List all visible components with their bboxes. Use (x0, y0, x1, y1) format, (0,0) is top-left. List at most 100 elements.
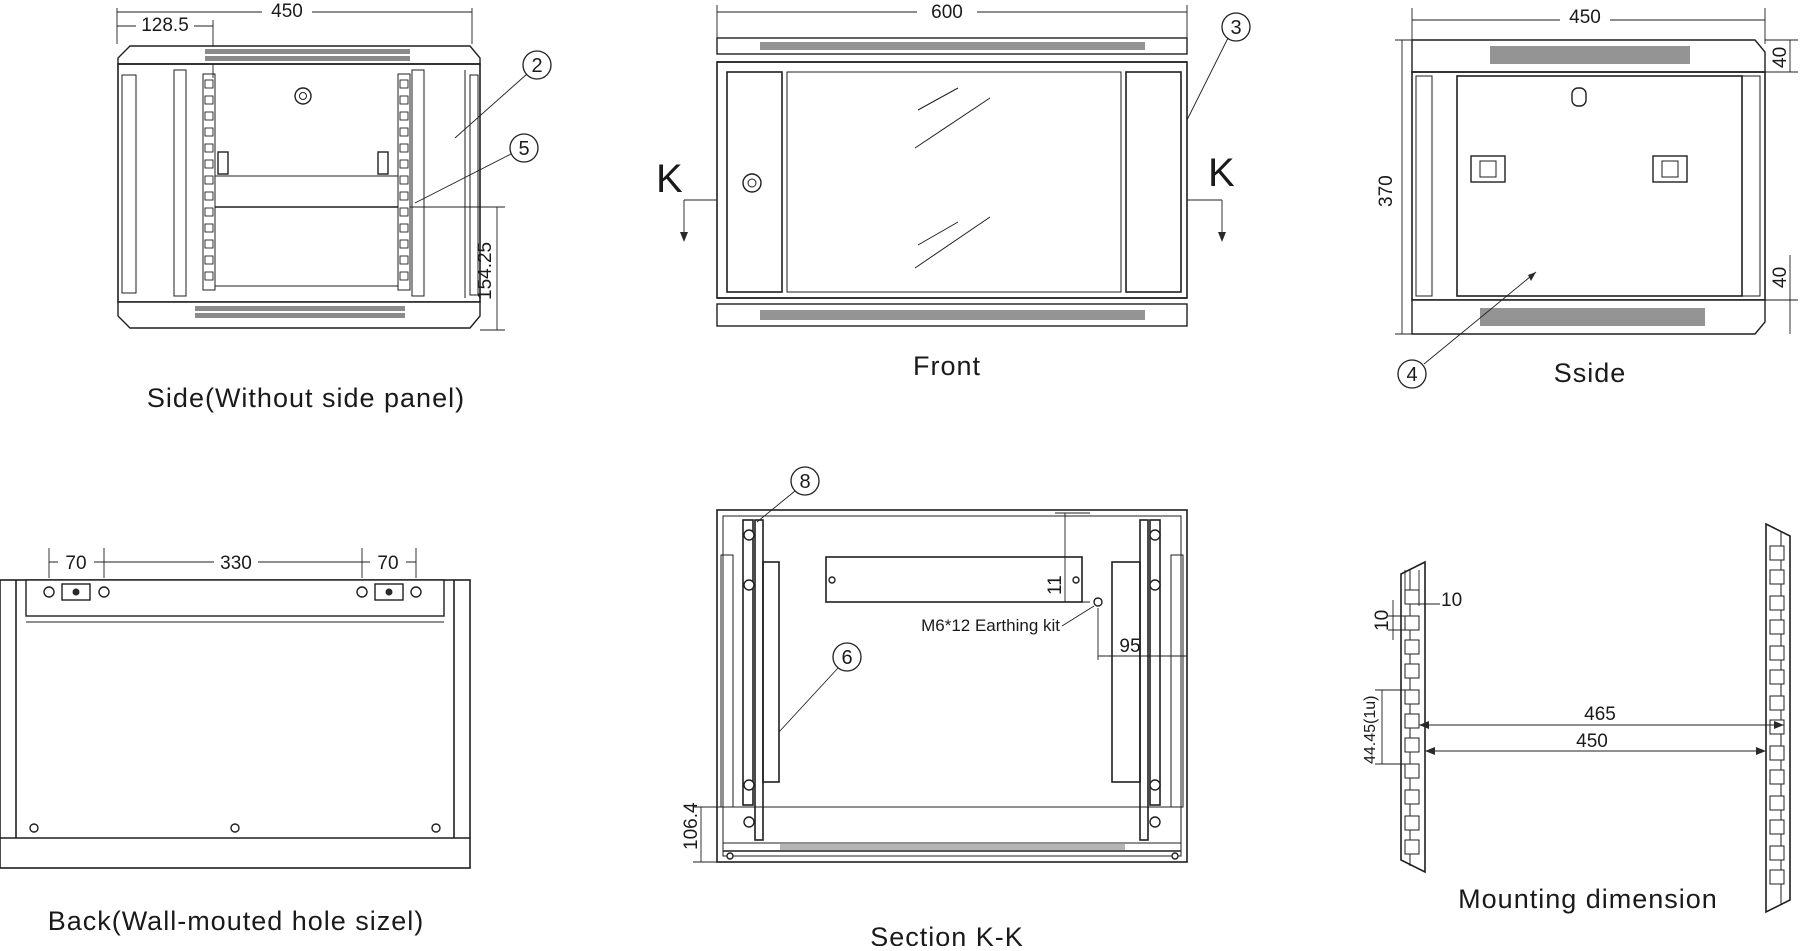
sside-panel (1456, 75, 1743, 297)
section-rail-left (754, 519, 764, 841)
sside-view: 450 370 40 40 (1376, 6, 1798, 389)
side-rail-left (202, 73, 216, 291)
side-left-frame (173, 69, 187, 297)
front-dim-width-label: 600 (931, 2, 963, 23)
side-dim-height: 154.25 (410, 206, 505, 331)
section-dim-bottom-label: 106.4 (681, 802, 702, 850)
earthing-point-icon (1093, 597, 1103, 607)
back-dim-middle-label: 330 (220, 553, 252, 574)
sside-dim-width-label: 450 (1569, 7, 1601, 28)
side-dim-width-label: 450 (271, 1, 303, 22)
side-top-cap (117, 45, 481, 65)
mounting-rail-left (1400, 560, 1426, 874)
side-dim-offset: 128.5 (117, 13, 214, 78)
section-frame (716, 509, 1188, 863)
front-glass-door (786, 71, 1122, 293)
section-top-plate (825, 556, 1083, 603)
section-panel-left (762, 561, 780, 783)
side-left-post (121, 74, 137, 294)
side-rail-right (397, 73, 411, 291)
sside-dim-top-label: 40 (1770, 47, 1791, 68)
svg-text:2: 2 (531, 55, 542, 77)
mounting-dim-outer-label: 465 (1584, 704, 1616, 725)
front-lock-icon (742, 173, 762, 193)
front-right-pillar (1125, 71, 1182, 293)
side-right-frame (411, 69, 425, 297)
section-panel-right (1111, 561, 1141, 783)
side-bottom-vents (195, 306, 405, 318)
front-dim-width: 600 (716, 0, 1188, 38)
mounting-dim-hole-height: 10 (1372, 600, 1405, 640)
back-view: 70 330 70 Back(Wall-mouted hole sizel) (0, 548, 471, 936)
front-left-pillar (726, 71, 783, 293)
mounting-dim-pitch: 44.45(1u) (1362, 689, 1405, 765)
side-caption: Side(Without side panel) (147, 383, 465, 413)
section-dim-offset-label: 95 (1119, 636, 1140, 657)
sside-latch-left-icon (1470, 155, 1506, 183)
side-view: 450 128.5 (116, 0, 552, 413)
sside-caption: Sside (1554, 358, 1627, 388)
section-callout-6: 6 (778, 642, 862, 733)
sside-dim-height-label: 370 (1376, 175, 1397, 207)
front-callout-3: 3 (1186, 12, 1251, 121)
sside-dim-bottom-label: 40 (1770, 267, 1791, 288)
mounting-dim-outer: 465 (1419, 704, 1784, 729)
sside-lock-icon (1571, 87, 1587, 107)
svg-text:3: 3 (1230, 17, 1241, 39)
sside-body (1411, 71, 1766, 301)
mounting-view: 10 10 44.45(1u) 465 450 (1362, 522, 1791, 914)
mounting-dim-inner-label: 450 (1576, 731, 1608, 752)
side-dim-height-label: 154.25 (475, 242, 496, 300)
mounting-dim-inner: 450 (1425, 731, 1766, 755)
svg-text:4: 4 (1406, 364, 1417, 386)
mounting-dim-hole-width-label: 10 (1441, 590, 1462, 611)
section-earthing-note: M6*12 Earthing kit (921, 616, 1060, 635)
mounting-holes-left (1404, 589, 1420, 855)
mounting-rail-right (1765, 522, 1791, 914)
front-glass-reflection-icon (914, 87, 991, 269)
front-bottom-vents (760, 310, 1145, 320)
front-top-vents (760, 42, 1145, 50)
back-dims: 70 330 70 (48, 548, 417, 578)
svg-text:6: 6 (841, 647, 852, 669)
sside-dim-width: 450 (1411, 6, 1766, 44)
mounting-dim-hole-width: 10 (1404, 570, 1462, 611)
section-mark-left: K (656, 157, 717, 242)
svg-text:K: K (1208, 151, 1235, 195)
front-view: 600 K K (656, 0, 1251, 381)
side-callout-2: 2 (454, 50, 552, 139)
section-callout-8: 8 (756, 466, 820, 523)
section-dim-depth: 11 (1045, 512, 1090, 603)
side-lock-icon (294, 87, 312, 105)
mounting-holes-right (1769, 545, 1785, 885)
side-rail-holes (204, 79, 409, 281)
sside-latch-right-icon (1652, 155, 1688, 183)
mounting-dim-pitch-label: 44.45(1u) (1362, 696, 1379, 765)
back-caption: Back(Wall-mouted hole sizel) (48, 906, 425, 936)
side-dim-offset-label: 128.5 (141, 15, 189, 36)
back-dim-left-label: 70 (65, 553, 86, 574)
side-callout-5: 5 (414, 133, 539, 204)
section-rail-right (1139, 519, 1149, 841)
section-dim-offset: 95 (1097, 608, 1188, 660)
section-dim-bottom: 106.4 (681, 802, 745, 863)
sside-callout-4: 4 (1397, 271, 1537, 389)
mounting-caption: Mounting dimension (1458, 884, 1718, 914)
front-caption: Front (913, 351, 981, 381)
svg-text:5: 5 (518, 138, 529, 160)
section-view: 11 M6*12 Earthing kit 95 106.4 8 6 (681, 466, 1188, 951)
side-dim-width: 450 (116, 0, 473, 44)
sside-dim-top: 40 (1765, 39, 1798, 73)
svg-text:8: 8 (799, 471, 810, 493)
side-top-vents (205, 49, 410, 61)
svg-text:K: K (656, 157, 683, 201)
section-caption: Section K-K (870, 922, 1024, 946)
back-dim-right-label: 70 (377, 553, 398, 574)
section-dim-depth-label: 11 (1045, 575, 1066, 595)
sside-dim-bottom: 40 (1765, 255, 1798, 334)
section-mark-right: K (1187, 151, 1235, 242)
mounting-dim-hole-height-label: 10 (1372, 610, 1393, 631)
sside-dim-height: 370 (1376, 39, 1412, 335)
